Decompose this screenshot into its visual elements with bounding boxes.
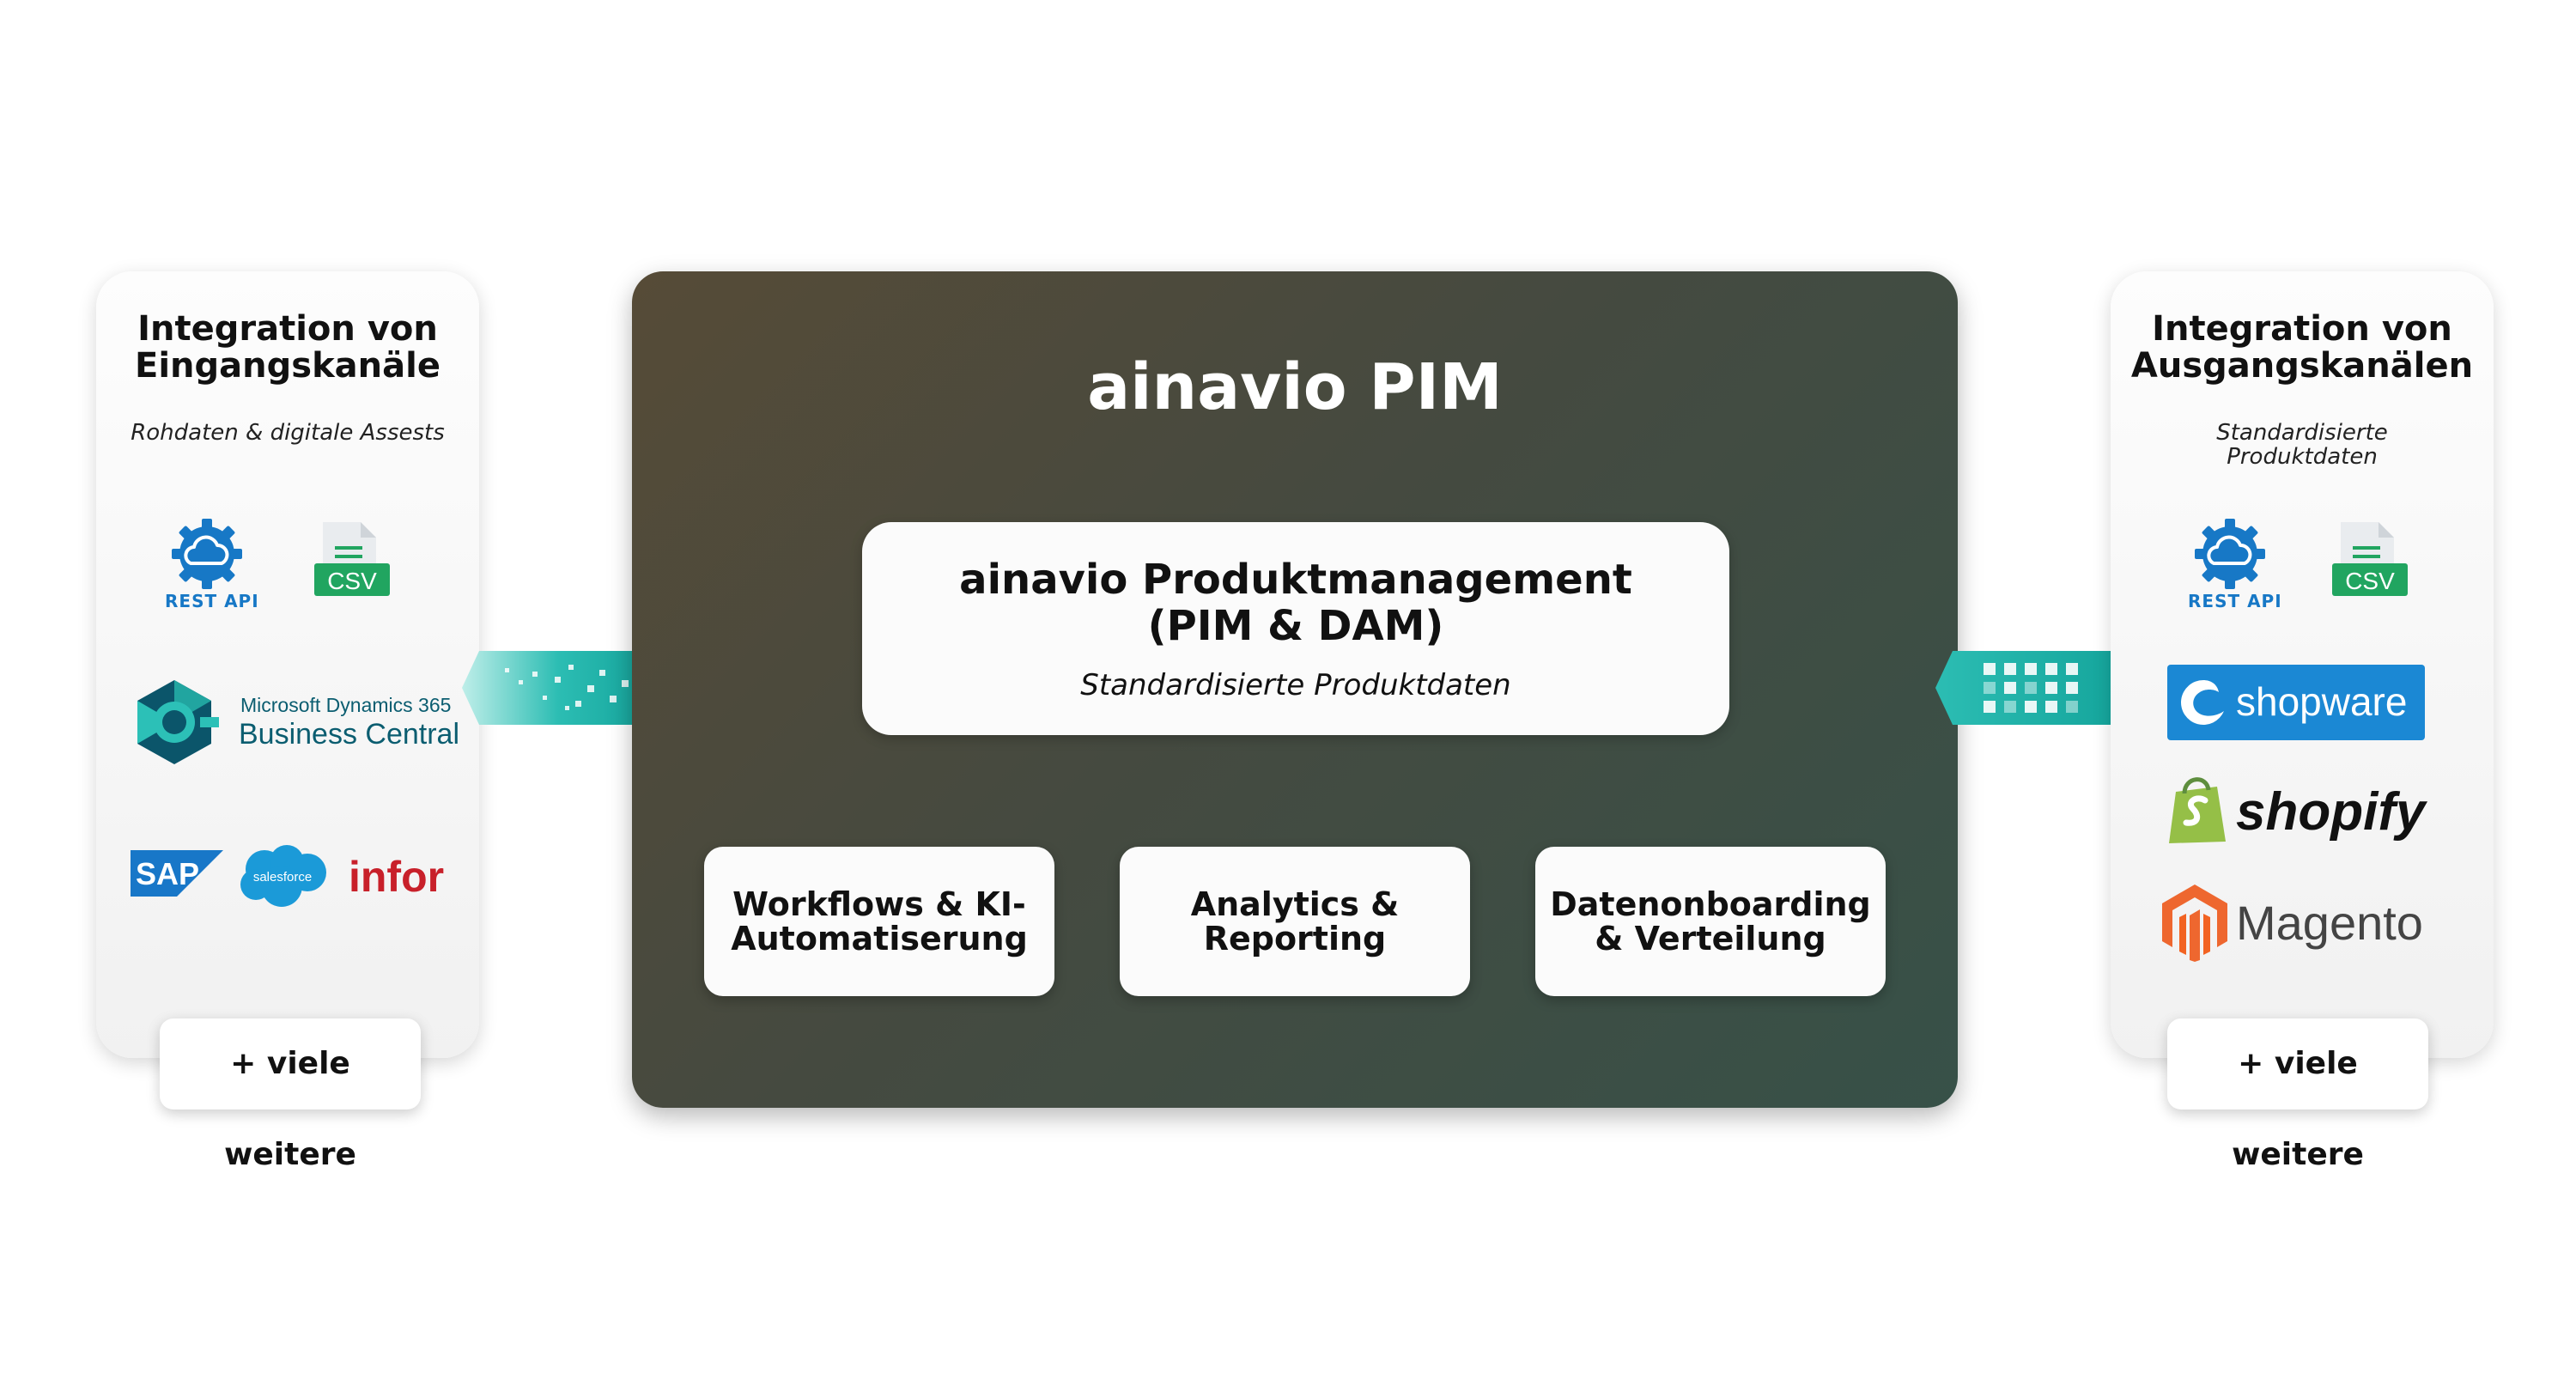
salesforce-logo-icon: salesforce [240, 845, 326, 907]
product-management-box: ainavio Produktmanagement (PIM & DAM) St… [862, 522, 1729, 735]
shopify-bag-icon [2169, 777, 2226, 843]
csv-label: CSV [2345, 568, 2395, 594]
csv-file-icon: CSV [2332, 522, 2408, 596]
csv-label: CSV [327, 568, 377, 594]
shopware-swirl-icon [2181, 680, 2224, 725]
shopware-text: shopware [2236, 679, 2408, 724]
input-channels-title: Integration von Eingangskanäle [135, 309, 440, 386]
pim-title: ainavio PIM [1087, 350, 1503, 424]
input-channels-panel: Integration von Eingangskanäle Rohdaten … [96, 271, 479, 1058]
feature-analytics: Analytics & Reporting [1120, 847, 1470, 996]
rest-api-cloud-gear-icon [2195, 519, 2265, 589]
infor-logo: infor [349, 853, 445, 901]
csv-file-icon: CSV [314, 522, 390, 596]
sap-text: SAP [136, 856, 199, 891]
rest-api-label: REST API [165, 591, 259, 611]
product-management-subtitle: Standardisierte Produktdaten [1080, 668, 1511, 702]
shopify-text: shopify [2236, 782, 2426, 842]
sap-logo-icon: SAP [131, 850, 223, 897]
rest-api-cloud-gear-icon [172, 519, 242, 589]
salesforce-text: salesforce [253, 870, 312, 885]
rest-api-label: REST API [2188, 591, 2282, 611]
feature-analytics-label: Analytics & Reporting [1190, 885, 1400, 958]
business-central-logo-icon [137, 680, 219, 764]
feature-onboarding: Datenonboarding & Verteilung [1535, 847, 1886, 996]
more-output-channels-button[interactable]: + viele weitere [2167, 1018, 2428, 1172]
shopware-logo: shopware [2167, 665, 2425, 740]
output-channels-panel: Integration von Ausgangskanälen Standard… [2111, 271, 2494, 1058]
feature-workflows: Workflows & KI- Automatiserung [704, 847, 1054, 996]
product-management-title: ainavio Produktmanagement (PIM & DAM) [959, 556, 1632, 650]
output-connector-arrow-icon [1935, 651, 2128, 725]
dynamics-365-label: Microsoft Dynamics 365 [240, 694, 452, 716]
ainavio-pim-panel: ainavio PIM ainavio Produktmanagement (P… [632, 271, 1958, 1108]
input-connector-arrow-icon [462, 651, 654, 725]
business-central-label: Business Central [239, 718, 460, 751]
magento-hexagon-icon [2162, 885, 2227, 962]
output-channels-subtitle: Standardisierte Produktdaten [2216, 420, 2388, 470]
input-channels-subtitle: Rohdaten & digitale Assests [131, 420, 445, 446]
output-channels-title: Integration von Ausgangskanälen [2130, 309, 2474, 386]
more-input-channels-button[interactable]: + viele weitere [160, 1018, 421, 1172]
feature-onboarding-label: Datenonboarding & Verteilung [1550, 885, 1871, 958]
feature-workflows-label: Workflows & KI- Automatiserung [731, 885, 1028, 958]
shopify-logo: shopify [2167, 773, 2433, 850]
magento-logo: Magento [2160, 883, 2444, 965]
magento-text: Magento [2236, 896, 2423, 950]
